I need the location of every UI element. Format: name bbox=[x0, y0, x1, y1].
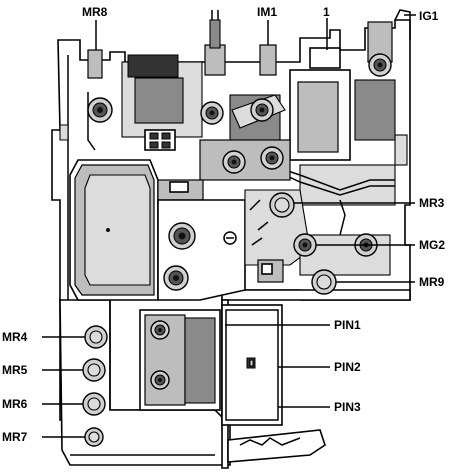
nut-center-1 bbox=[168, 222, 196, 250]
label-mr8: MR8 bbox=[82, 5, 108, 19]
nut-mr9 bbox=[311, 269, 337, 295]
label-mr6: MR6 bbox=[2, 397, 28, 411]
label-im1: IM1 bbox=[257, 5, 277, 19]
nut-mr5 bbox=[82, 358, 106, 382]
label-one: 1 bbox=[323, 5, 330, 19]
label-mr5: MR5 bbox=[2, 363, 28, 377]
nut-pin-top bbox=[150, 320, 170, 340]
label-mr9: MR9 bbox=[419, 275, 445, 289]
nut-mr3 bbox=[269, 192, 295, 218]
nut-mr7 bbox=[84, 427, 104, 447]
nut-center-2 bbox=[163, 265, 189, 291]
leader-lines bbox=[42, 14, 416, 438]
nut-mr6 bbox=[82, 392, 106, 416]
label-pin2: PIN2 bbox=[334, 360, 361, 374]
label-mr7: MR7 bbox=[2, 430, 28, 444]
nuts bbox=[82, 53, 392, 447]
label-pin1: PIN1 bbox=[334, 318, 361, 332]
nut-pin-bottom bbox=[150, 370, 170, 390]
nut-top-mid bbox=[200, 101, 224, 125]
nut-relay-2 bbox=[260, 146, 284, 170]
label-ig1: IG1 bbox=[419, 9, 439, 23]
nut-top-right bbox=[250, 98, 274, 122]
label-pin3: PIN3 bbox=[334, 400, 361, 414]
relay-area bbox=[87, 9, 411, 206]
label-mr3: MR3 bbox=[419, 196, 445, 210]
nut-top-left bbox=[87, 97, 113, 123]
labels: MR8 IM1 1 IG1 MR3 MG2 MR9 PIN1 PIN2 PIN3… bbox=[2, 5, 445, 444]
label-mg2: MG2 bbox=[419, 238, 445, 252]
nut-mg2-left bbox=[293, 233, 317, 257]
label-mr4: MR4 bbox=[2, 330, 28, 344]
left-cover bbox=[69, 159, 204, 301]
nut-ig1 bbox=[368, 53, 392, 77]
nut-relay-1 bbox=[222, 150, 246, 174]
nut-mr4 bbox=[84, 325, 108, 349]
